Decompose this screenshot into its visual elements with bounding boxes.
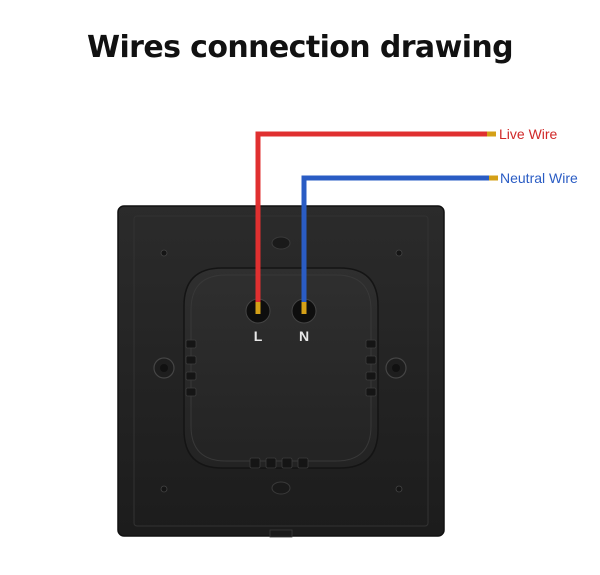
neutral-wire — [301, 175, 490, 306]
corner-dot-bottom-left — [160, 485, 168, 493]
vent-left-1 — [185, 339, 197, 349]
live-terminal-tip — [255, 302, 261, 314]
electronics-box — [183, 267, 379, 469]
live-wire-label: Live Wire — [499, 126, 558, 142]
vent-left-2 — [185, 355, 197, 365]
terminal-n-label: N — [299, 328, 309, 344]
screw-hole-left-inner — [160, 364, 168, 372]
corner-dot-top-left — [160, 249, 168, 257]
top-notch — [271, 236, 291, 250]
panel-inner-frame — [133, 215, 429, 527]
live-wire — [255, 131, 488, 306]
vent-right-2 — [365, 355, 377, 365]
vent-left-4 — [185, 387, 197, 397]
vent-right-4 — [365, 387, 377, 397]
bottom-notch — [271, 481, 291, 495]
neutral-wire-tip — [489, 175, 498, 181]
neutral-wire-label: Neutral Wire — [500, 170, 578, 186]
vent-bottom-2 — [265, 457, 277, 469]
electronics-box-inner — [190, 274, 372, 462]
vent-left-3 — [185, 371, 197, 381]
vent-bottom-1 — [249, 457, 261, 469]
corner-dot-top-right — [395, 249, 403, 257]
terminal-l-label: L — [254, 328, 263, 344]
diagram-title: Wires connection drawing — [86, 30, 514, 65]
vent-bottom-3 — [281, 457, 293, 469]
live-wire-tip — [487, 131, 496, 137]
bottom-tab — [269, 529, 293, 538]
vent-right-1 — [365, 339, 377, 349]
neutral-terminal-tip — [301, 302, 307, 314]
screw-hole-right-inner — [392, 364, 400, 372]
vent-right-3 — [365, 371, 377, 381]
corner-dot-bottom-right — [395, 485, 403, 493]
vent-bottom-4 — [297, 457, 309, 469]
